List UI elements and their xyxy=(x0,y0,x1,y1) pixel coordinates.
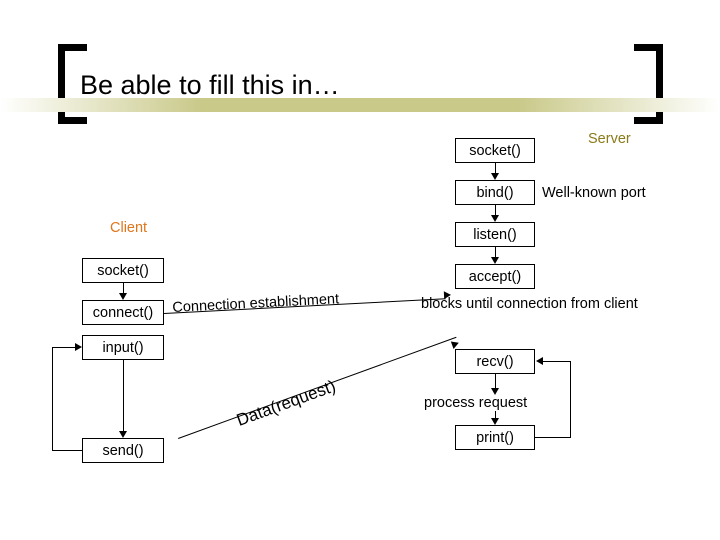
client-column-label: Client xyxy=(110,220,148,236)
server-note-wellknown-port: Well-known port xyxy=(542,185,646,201)
data-request-label: Data(request) xyxy=(234,376,339,430)
client-loop-bottom-segment xyxy=(52,450,82,451)
server-node-bind[interactable]: bind() xyxy=(455,180,535,205)
connection-establishment-label: Connection establishment xyxy=(172,291,340,316)
connection-establishment-arrow xyxy=(443,290,452,300)
data-request-arrow xyxy=(450,339,461,349)
server-loop-right-segment xyxy=(570,361,571,438)
client-loop-left-segment xyxy=(52,347,53,451)
server-arrow-socket-bind xyxy=(491,173,499,180)
server-arrow-recv-process xyxy=(491,388,499,395)
server-connector-listen-accept xyxy=(495,247,496,257)
client-node-socket[interactable]: socket() xyxy=(82,258,164,283)
server-loop-arrow-to-recv xyxy=(536,357,543,365)
server-arrow-process-print xyxy=(491,418,499,425)
server-column-label: Server xyxy=(588,131,631,147)
right-bracket-decoration xyxy=(634,44,663,124)
server-node-socket[interactable]: socket() xyxy=(455,138,535,163)
server-note-blocks-until-connection: blocks until connection from client xyxy=(421,296,638,312)
left-bracket-decoration xyxy=(58,44,87,124)
client-arrow-socket-connect xyxy=(119,293,127,300)
server-connector-bind-listen xyxy=(495,205,496,215)
server-node-listen[interactable]: listen() xyxy=(455,222,535,247)
server-arrow-bind-listen xyxy=(491,215,499,222)
client-arrow-input-send xyxy=(119,431,127,438)
server-loop-bottom-segment xyxy=(535,437,570,438)
title-underline-bar xyxy=(0,98,720,112)
server-note-process-request: process request xyxy=(424,395,528,411)
server-node-recv[interactable]: recv() xyxy=(455,349,535,374)
client-connector-input-send xyxy=(123,360,124,431)
server-node-print[interactable]: print() xyxy=(455,425,535,450)
server-connector-socket-bind xyxy=(495,163,496,173)
client-loop-arrow-to-input xyxy=(75,343,82,351)
server-loop-top-segment xyxy=(543,361,571,362)
page-title: Be able to fill this in… xyxy=(80,70,340,100)
server-node-accept[interactable]: accept() xyxy=(455,264,535,289)
client-loop-top-segment xyxy=(52,347,75,348)
client-node-send[interactable]: send() xyxy=(82,438,164,463)
server-connector-recv-process xyxy=(495,374,496,388)
client-node-input[interactable]: input() xyxy=(82,335,164,360)
client-node-connect[interactable]: connect() xyxy=(82,300,164,325)
server-connector-process-print xyxy=(495,411,496,418)
client-connector-socket-connect xyxy=(123,283,124,293)
server-arrow-listen-accept xyxy=(491,257,499,264)
